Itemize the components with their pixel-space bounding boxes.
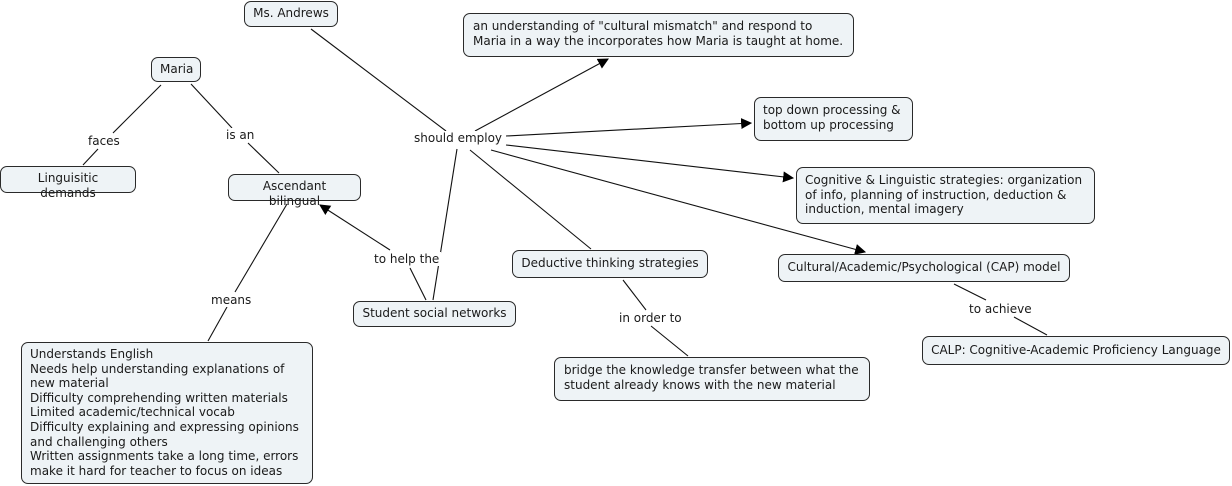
link-maria-faces (112, 84, 162, 134)
linking-phrase-to-help-the[interactable]: to help the (372, 252, 442, 266)
link-ascendant-means (234, 203, 288, 293)
link-deductive-inorder (622, 279, 647, 311)
linking-phrase-is-an[interactable]: is an (224, 128, 257, 142)
concept-student-social-networks[interactable]: Student social networks (353, 301, 516, 327)
link-social-tohelp (409, 267, 427, 301)
link-isan-ascendant (247, 142, 280, 174)
concept-ascendant-bilingual[interactable]: Ascendant bilingual (228, 174, 361, 208)
linking-phrase-means[interactable]: means (209, 293, 254, 307)
concept-calp[interactable]: CALP: Cognitive-Academic Proficiency Lan… (922, 336, 1230, 365)
link-employ-cognitive (505, 144, 795, 183)
link-andrews-employ (310, 28, 447, 132)
concept-cap-model[interactable]: Cultural/Academic/Psychological (CAP) mo… (778, 254, 1070, 282)
link-employ-cap (490, 149, 867, 255)
concept-top-down-processing[interactable]: top down processing & bottom up processi… (754, 97, 913, 141)
link-achieve-calp (1013, 316, 1048, 336)
linking-phrase-in-order-to[interactable]: in order to (617, 311, 684, 325)
linking-phrase-faces[interactable]: faces (86, 134, 122, 148)
link-faces-linguistic (82, 148, 99, 166)
link-tohelp-ascendant (319, 204, 391, 251)
link-employ-deductive (469, 149, 592, 250)
linking-phrase-should-employ[interactable]: should employ (412, 131, 505, 145)
link-employ-topdown (505, 118, 753, 137)
link-employ-mismatch (474, 58, 609, 132)
concept-ms-andrews[interactable]: Ms. Andrews (244, 1, 338, 27)
link-maria-isan (190, 83, 233, 129)
concept-bridge-knowledge[interactable]: bridge the knowledge transfer between wh… (554, 357, 870, 401)
concept-cognitive-linguistic[interactable]: Cognitive & Linguistic strategies: organ… (796, 167, 1095, 224)
concept-means-list[interactable]: Understands English Needs help understan… (21, 342, 313, 484)
linking-phrase-to-achieve[interactable]: to achieve (967, 302, 1034, 316)
link-cap-achieve (953, 283, 987, 301)
concept-linguistic-demands[interactable]: Linguisitic demands (0, 166, 136, 200)
concept-deductive-thinking[interactable]: Deductive thinking strategies (512, 250, 708, 278)
link-inorder-bridge (650, 325, 689, 357)
concept-cultural-mismatch[interactable]: an understanding of "cultural mismatch" … (463, 13, 854, 57)
link-employ-social (432, 148, 458, 301)
link-means-list (207, 306, 228, 342)
concept-maria[interactable]: Maria (151, 57, 201, 82)
